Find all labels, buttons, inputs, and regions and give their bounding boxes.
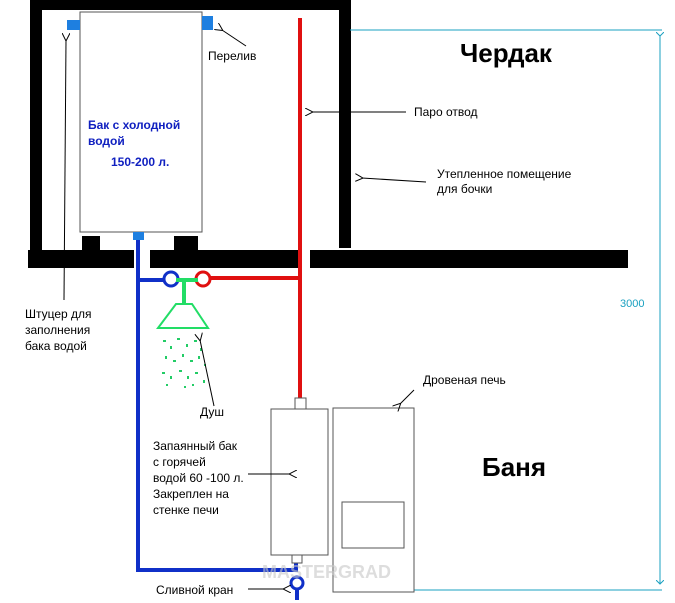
overflow-arrow [222, 30, 247, 47]
shower-head-icon [156, 303, 210, 329]
wood-stove-label: Дровеная печь [423, 373, 506, 387]
fill-fitting-label-line3: бака водой [25, 339, 87, 353]
attic-top-wall [30, 0, 350, 10]
insulated-room-label-line2: для бочки [437, 182, 492, 196]
shower-spray [162, 338, 206, 388]
dimension-label: 3000 [620, 298, 644, 310]
overflow-label: Перелив [208, 49, 256, 63]
outlet-fitting-icon [133, 232, 144, 240]
wood-stove [332, 407, 415, 593]
hot-tank-body [270, 408, 329, 556]
cold-tank-label-line1: Бак с холодной [88, 118, 180, 132]
floor-mid-segment [150, 250, 298, 268]
fill-fitting-icon [67, 20, 80, 30]
hot-tank-label-line1: Запаянный бак [153, 439, 238, 453]
drain-valve-label: Сливной кран [156, 583, 233, 597]
tank-support-left [82, 236, 100, 252]
steam-vent-label: Паро отвод [414, 105, 478, 119]
fill-fitting-arrow [64, 40, 66, 301]
stove-body [332, 407, 415, 593]
hot-tank-label-line2: с горячей [153, 455, 206, 469]
hot-tank-bottom-fitting-icon [291, 554, 303, 564]
hot-tank-label-line4: Закреплен на [153, 487, 229, 501]
watermark: MASTERGRAD [262, 562, 391, 582]
attic-title: Чердак [460, 38, 553, 68]
cold-tank-label-line2: водой [88, 134, 125, 148]
insulated-room-arrow [362, 178, 427, 183]
hot-tank-label-line3: водой 60 -100 л. [153, 471, 244, 485]
floor-right-segment [310, 250, 628, 268]
cold-water-tank: Бак с холодной водой 150-200 л. [67, 11, 213, 240]
shower [156, 270, 212, 388]
shower-arrow [200, 340, 215, 407]
tank-support-right [174, 236, 198, 252]
shower-label: Душ [200, 405, 224, 419]
hot-tank-top-fitting-icon [294, 397, 307, 410]
ceiling-floor [28, 236, 628, 268]
cold-tank-volume: 150-200 л. [111, 155, 169, 169]
overflow-fitting-icon [202, 16, 213, 30]
fill-fitting-label-line1: Штуцер для [25, 307, 92, 321]
attic-right-wall [339, 0, 351, 248]
insulated-room-label-line1: Утепленное помещение [437, 167, 572, 181]
bath-title: Баня [482, 452, 546, 482]
fill-fitting-label-line2: заполнения [25, 323, 90, 337]
cold-valve-icon [162, 270, 180, 288]
stove-door [341, 501, 405, 549]
hot-tank-label-line5: стенке печи [153, 503, 219, 517]
attic-left-wall [30, 0, 42, 262]
floor-left-segment [28, 250, 134, 268]
wood-stove-arrow [400, 389, 415, 404]
hot-water-tank [270, 408, 329, 600]
attic-walls [30, 0, 351, 262]
pointer-arrows [64, 30, 427, 589]
hot-valve-icon [194, 270, 212, 288]
